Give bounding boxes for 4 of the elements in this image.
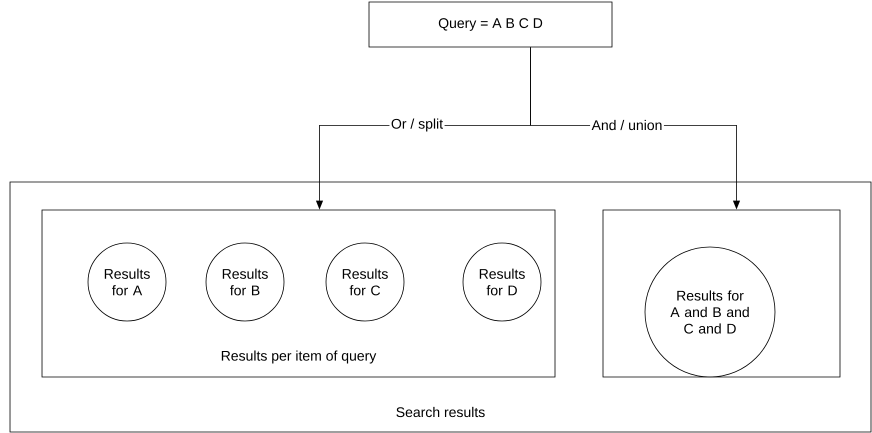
- edge-label: And / union: [590, 118, 664, 132]
- query-box: Query = A B C D: [368, 2, 612, 48]
- group-box: [602, 210, 840, 378]
- edge-label: Or / split: [389, 116, 445, 134]
